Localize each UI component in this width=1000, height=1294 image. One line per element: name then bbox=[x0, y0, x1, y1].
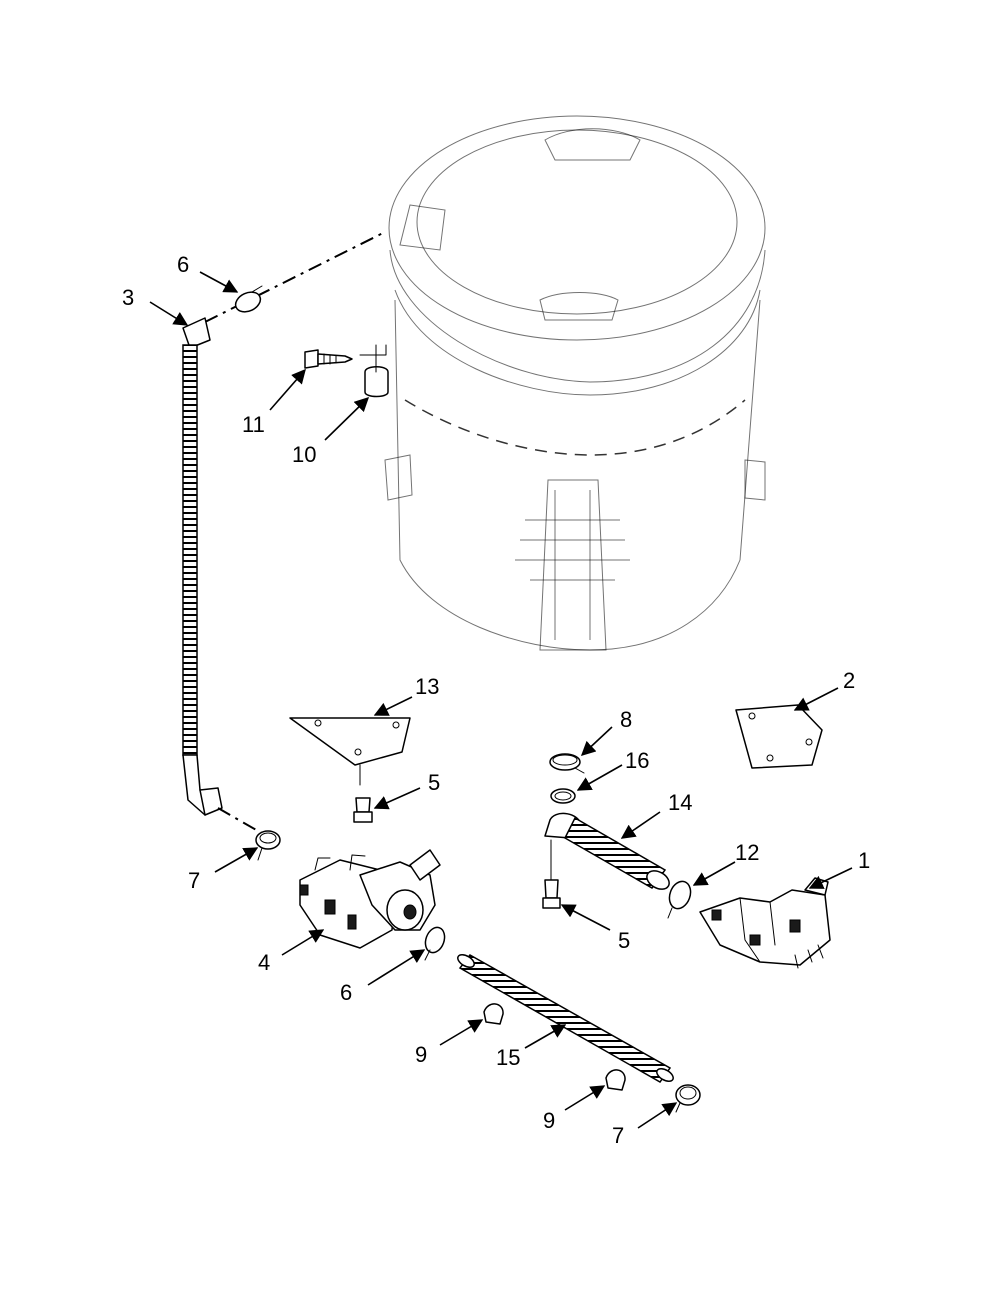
clamp-7-left bbox=[255, 830, 281, 861]
callout-14: 14 bbox=[668, 790, 692, 815]
arrow-14 bbox=[620, 811, 661, 839]
callout-13: 13 bbox=[415, 674, 439, 699]
callout-11: 11 bbox=[242, 412, 265, 437]
arrow-5-right bbox=[560, 904, 611, 931]
callout-9-lower: 9 bbox=[543, 1108, 555, 1133]
arrow-6-lower bbox=[367, 949, 426, 986]
drain-hose-14 bbox=[544, 812, 670, 890]
arrow-9-lower bbox=[564, 1085, 606, 1111]
screw-5-right bbox=[542, 839, 561, 909]
callout-15: 15 bbox=[496, 1045, 520, 1070]
clip-9-lower bbox=[605, 1069, 626, 1091]
mounting-plate-2 bbox=[735, 704, 823, 769]
arrow-11 bbox=[269, 368, 306, 411]
callout-1: 1 bbox=[858, 848, 870, 873]
callout-3: 3 bbox=[122, 285, 134, 310]
callout-10: 10 bbox=[292, 442, 316, 467]
arrow-4 bbox=[281, 929, 325, 956]
callout-6-upper: 6 bbox=[177, 252, 189, 277]
arrow-7-right bbox=[637, 1102, 678, 1129]
callout-7-right: 7 bbox=[612, 1123, 624, 1148]
screw-5-left bbox=[353, 797, 373, 823]
drain-pump-4 bbox=[299, 849, 441, 949]
arrow-9-upper bbox=[439, 1019, 484, 1046]
callout-group: 1 2 3 4 5 5 6 6 7 7 8 9 9 10 11 12 13 14… bbox=[122, 252, 870, 1148]
callout-8: 8 bbox=[620, 707, 632, 732]
drain-hose-15 bbox=[457, 954, 674, 1083]
callout-9-upper: 9 bbox=[415, 1042, 427, 1067]
callout-6-lower: 6 bbox=[340, 980, 352, 1005]
arrow-3 bbox=[149, 301, 189, 326]
arrow-13 bbox=[373, 696, 413, 716]
callout-4: 4 bbox=[258, 950, 270, 975]
arrow-2 bbox=[793, 687, 839, 711]
o-ring-16 bbox=[550, 788, 576, 804]
arrow-10 bbox=[324, 396, 370, 441]
arrow-8 bbox=[580, 726, 613, 756]
clamp-12 bbox=[667, 880, 692, 919]
callout-16: 16 bbox=[625, 748, 649, 773]
callout-7-left: 7 bbox=[188, 868, 200, 893]
water-valve-1 bbox=[699, 877, 831, 969]
arrow-1 bbox=[808, 867, 853, 889]
arrow-12 bbox=[692, 861, 736, 886]
arrow-6-upper bbox=[199, 271, 239, 293]
clip-9-upper bbox=[483, 1003, 504, 1025]
bracket-10 bbox=[359, 344, 389, 398]
clamp-8 bbox=[549, 753, 585, 774]
arrow-15 bbox=[524, 1024, 567, 1049]
arrow-7-left bbox=[214, 847, 259, 873]
callout-5-left: 5 bbox=[428, 770, 440, 795]
outer-tub bbox=[384, 115, 766, 651]
arrow-5-left bbox=[373, 787, 421, 810]
assembly-line-hose-to-tub bbox=[204, 231, 386, 323]
hose-clamp-lower bbox=[424, 926, 446, 961]
callout-5-right: 5 bbox=[618, 928, 630, 953]
assembly-line-hose-to-clamp bbox=[217, 807, 266, 836]
mounting-screw-11 bbox=[304, 349, 353, 369]
callout-2: 2 bbox=[843, 668, 855, 693]
mounting-plate-13 bbox=[289, 717, 411, 786]
arrow-16 bbox=[576, 764, 623, 791]
callout-12: 12 bbox=[735, 840, 759, 865]
clamp-7-right bbox=[675, 1084, 701, 1113]
tub-hose bbox=[182, 317, 223, 816]
hose-clamp-upper bbox=[234, 285, 263, 313]
